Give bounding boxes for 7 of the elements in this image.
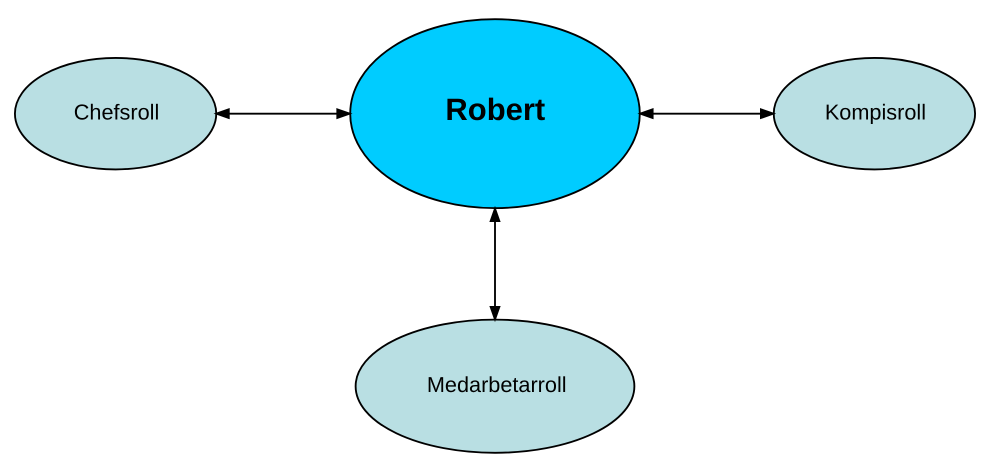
node-ellipse: Medarbetarroll [354,318,636,454]
arrow [489,206,501,322]
node-ellipse: Chefsroll [14,56,218,170]
node-ellipse: Kompisroll [772,56,976,170]
node-ellipse: Robert [349,18,641,210]
arrow [214,108,353,120]
arrow [637,108,776,120]
